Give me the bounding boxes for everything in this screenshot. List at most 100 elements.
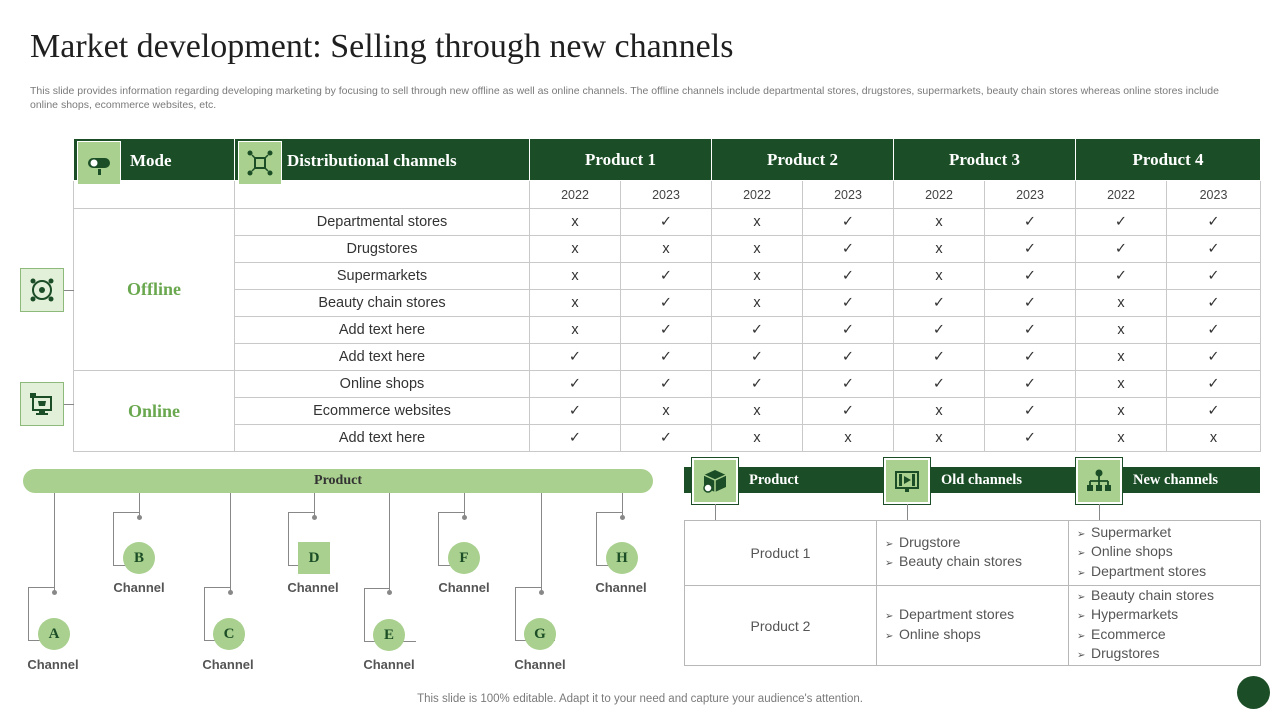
connector-dot <box>462 515 467 520</box>
availability-mark: ✓ <box>1166 289 1261 317</box>
availability-mark: x <box>529 289 621 317</box>
availability-mark: x <box>620 235 712 263</box>
mode-label: Online <box>73 370 235 452</box>
chevron-right-icon: ➢ <box>1077 548 1086 560</box>
new-channel: Drugstores <box>1091 645 1160 661</box>
node-g: G <box>524 618 556 650</box>
list-item: ➢ Online shops <box>885 626 1068 646</box>
availability-mark: ✓ <box>802 208 894 236</box>
connector-dot <box>620 515 625 520</box>
channel-name: Add text here <box>234 424 530 452</box>
connector-line <box>288 512 314 513</box>
comparison-header-new: New channels <box>1133 472 1218 488</box>
connector-dot <box>387 590 392 595</box>
corner-circle <box>1237 676 1270 709</box>
availability-mark: x <box>1075 316 1167 344</box>
availability-mark: x <box>1075 343 1167 371</box>
chevron-right-icon: ➢ <box>1077 630 1086 642</box>
connector-line <box>715 504 716 520</box>
connector-line <box>230 493 231 593</box>
availability-mark: ✓ <box>1166 370 1261 398</box>
availability-mark: ✓ <box>984 208 1076 236</box>
channel-name: Add text here <box>234 316 530 344</box>
availability-mark: x <box>620 397 712 425</box>
channels-header: Distributional channels <box>234 138 530 185</box>
connector-line <box>113 512 139 513</box>
availability-mark: ✓ <box>984 316 1076 344</box>
availability-mark: ✓ <box>984 289 1076 317</box>
connector-line <box>139 493 140 517</box>
connector-line <box>204 587 205 641</box>
page-title: Market development: Selling through new … <box>30 28 734 65</box>
connector-line <box>907 504 908 520</box>
new-channel: Supermarket <box>1091 523 1172 540</box>
channel-name: Supermarkets <box>234 262 530 290</box>
toggle-switch-icon <box>77 141 121 185</box>
new-channel: Department stores <box>1091 562 1207 579</box>
connector-dot <box>52 590 57 595</box>
old-channel: Department stores <box>899 606 1015 622</box>
availability-mark: ✓ <box>1166 316 1261 344</box>
node-b: B <box>123 542 155 574</box>
availability-mark: ✓ <box>529 343 621 371</box>
old-channels-cell: ➢Department stores ➢ Online shops <box>876 585 1069 666</box>
availability-mark: ✓ <box>802 343 894 371</box>
node-h: H <box>606 542 638 574</box>
list-item: ➢Department stores <box>885 606 1068 626</box>
availability-mark: ✓ <box>984 424 1076 452</box>
connector-line <box>1099 504 1100 520</box>
list-item: ➢Ecommerce <box>1077 626 1260 646</box>
availability-mark: x <box>802 424 894 452</box>
availability-mark: ✓ <box>1075 262 1167 290</box>
footer-note: This slide is 100% editable. Adapt it to… <box>417 693 863 705</box>
availability-mark: x <box>529 235 621 263</box>
availability-mark: ✓ <box>984 262 1076 290</box>
availability-mark: ✓ <box>802 262 894 290</box>
list-item: ➢ Online shops <box>1077 543 1260 563</box>
year-cell: 2022 <box>711 180 803 209</box>
availability-mark: ✓ <box>802 235 894 263</box>
channel-name: Online shops <box>234 370 530 398</box>
availability-mark: ✓ <box>802 316 894 344</box>
distribution-network-icon <box>238 141 282 185</box>
old-channels-cell: ➢Drugstore ➢Beauty chain stores <box>876 520 1069 586</box>
old-channel: Online shops <box>899 625 981 642</box>
connector-dot <box>539 590 544 595</box>
mode-header: Mode <box>73 138 235 185</box>
comparison-header-product: Product <box>749 472 799 488</box>
mode-header-label: Mode <box>130 151 172 170</box>
product-name: Product 2 <box>684 585 877 666</box>
hierarchy-icon <box>1075 457 1123 505</box>
table-row: Product 1 ➢Drugstore ➢Beauty chain store… <box>684 520 1261 586</box>
connector-line <box>28 587 29 641</box>
availability-mark: ✓ <box>984 343 1076 371</box>
connector-line <box>438 512 439 566</box>
availability-mark: ✓ <box>984 235 1076 263</box>
list-item: ➢Hypermarkets <box>1077 606 1260 626</box>
list-item: ➢Drugstore <box>885 534 1068 554</box>
connector-line <box>64 404 74 405</box>
availability-mark: ✓ <box>620 316 712 344</box>
channel-label-d: Channel <box>287 580 339 595</box>
availability-mark: ✓ <box>711 343 803 371</box>
availability-mark: ✓ <box>802 370 894 398</box>
availability-mark: ✓ <box>893 343 985 371</box>
connector-line <box>288 512 289 566</box>
year-row: 2022 2023 2022 2023 2022 2023 2022 2023 <box>73 180 1261 209</box>
availability-mark: ✓ <box>1166 208 1261 236</box>
table-row: Product 2 ➢Department stores ➢Online sho… <box>684 585 1261 666</box>
availability-mark: x <box>893 262 985 290</box>
comparison-header-old: Old channels <box>941 472 1022 488</box>
chevron-right-icon: ➢ <box>885 630 894 642</box>
channel-name: Beauty chain stores <box>234 289 530 317</box>
year-cell: 2022 <box>529 180 621 209</box>
availability-mark: ✓ <box>1166 343 1261 371</box>
node-a: A <box>38 618 70 650</box>
availability-mark: ✓ <box>802 397 894 425</box>
channel-name: Drugstores <box>234 235 530 263</box>
new-channel: Online shops <box>1091 543 1173 560</box>
year-cell: 2022 <box>1075 180 1167 209</box>
